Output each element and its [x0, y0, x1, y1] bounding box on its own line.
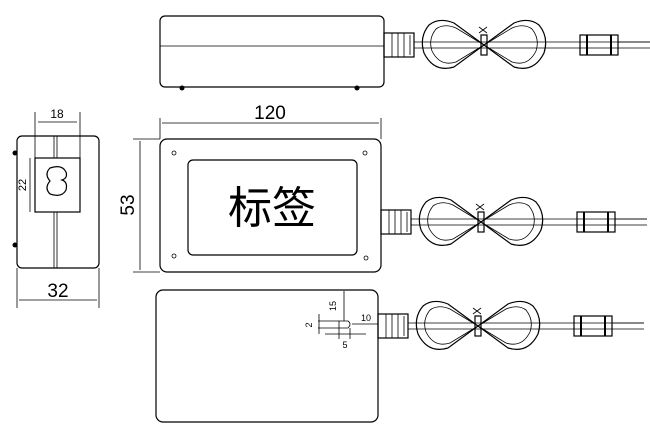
dim-hole-height: 2 — [304, 322, 314, 327]
dim-socket-height: 22 — [17, 179, 29, 191]
foot-icon — [179, 85, 185, 91]
dim-height: 32 — [47, 281, 68, 302]
side-view: 18 22 32 — [12, 107, 100, 308]
ac-socket — [34, 157, 81, 213]
dim-hole-edge: 10 — [361, 313, 371, 323]
mounting-hole — [338, 320, 351, 329]
dim-hole-width: 5 — [342, 340, 347, 350]
dim-width: 53 — [118, 194, 139, 215]
output-cable — [380, 196, 648, 247]
top-view — [159, 15, 650, 91]
dim-socket-width: 18 — [50, 107, 64, 121]
bottom-view: 15 2 5 10 — [155, 289, 645, 423]
label-placeholder: 标签 — [228, 183, 316, 234]
dim-hole-top: 15 — [328, 301, 338, 311]
dim-length: 120 — [254, 103, 286, 124]
output-cable — [383, 19, 650, 70]
foot-icon — [354, 85, 360, 91]
output-cable — [377, 300, 645, 351]
label-view: 标签 120 53 — [118, 103, 648, 273]
